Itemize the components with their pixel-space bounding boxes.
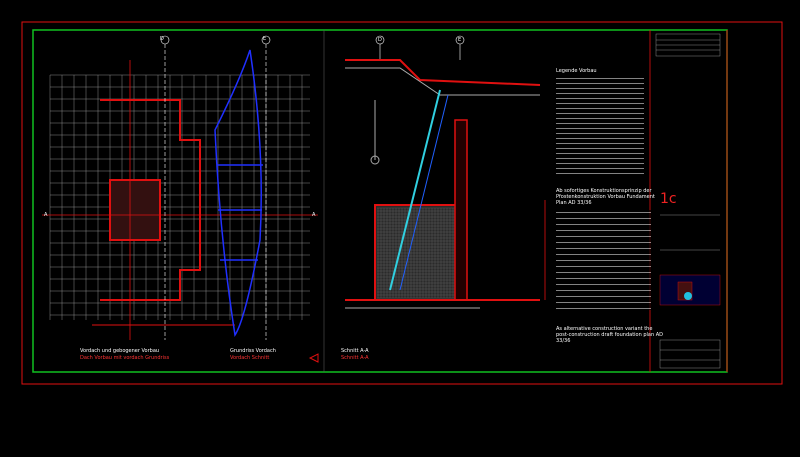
section-arrow xyxy=(308,353,319,363)
left-plan-title: Vordach und gebogener Vorbau xyxy=(80,348,160,354)
section-mark: A xyxy=(312,212,316,218)
notes-text-block xyxy=(556,76,644,176)
notes-heading: Legende Vorbau xyxy=(556,68,597,74)
project-text-en: As alternative construction variant the … xyxy=(556,326,664,344)
section-title: Schnitt A-A xyxy=(341,348,369,354)
section-drawing xyxy=(345,59,546,309)
notes-text-block xyxy=(556,210,651,310)
section-subtitle: Schnitt A-A xyxy=(341,355,369,361)
axis-label: E xyxy=(458,37,462,43)
title-block xyxy=(655,33,721,369)
axis-label: E xyxy=(263,36,267,42)
sheet-id: 1c xyxy=(660,191,677,207)
outer-red-frame xyxy=(21,21,783,385)
project-text-de: Ab sofortiges Konstruktionsprinzip der P… xyxy=(556,188,655,206)
section-mark: A xyxy=(44,212,48,218)
axis-label: D xyxy=(378,37,382,43)
middle-plan-subtitle: Vordach Schnitt xyxy=(230,355,270,361)
axis-label: D xyxy=(160,36,164,42)
left-plan-subtitle: Dach Vorbau mit vordach Grundriss xyxy=(80,355,170,361)
canopy-plan-blue xyxy=(214,49,263,338)
plan-walls xyxy=(42,60,318,340)
middle-plan-title: Grundriss Vordach xyxy=(230,348,276,354)
